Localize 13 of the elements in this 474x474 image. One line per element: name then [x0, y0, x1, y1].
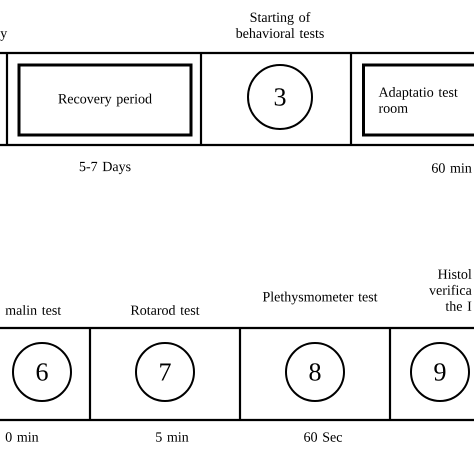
step-label: malin test: [6, 305, 62, 315]
step-label: 5-7 Days: [80, 162, 131, 174]
step-label: y: [0, 31, 8, 41]
step-label: 0 min: [6, 432, 38, 442]
step-label: 60 min: [432, 163, 472, 173]
step-label: 5 min: [156, 432, 189, 442]
step-label: Rotarod test: [130, 305, 200, 315]
period-box: Adaptatio test room: [362, 64, 474, 136]
step-label: 60 Sec: [304, 432, 342, 442]
step-label: Plethysmometer test: [262, 292, 378, 304]
step-label: Starting of behavioral tests: [236, 12, 324, 38]
period-box: Recovery period: [18, 64, 192, 136]
step-label: Histol verifica the I: [429, 269, 472, 311]
